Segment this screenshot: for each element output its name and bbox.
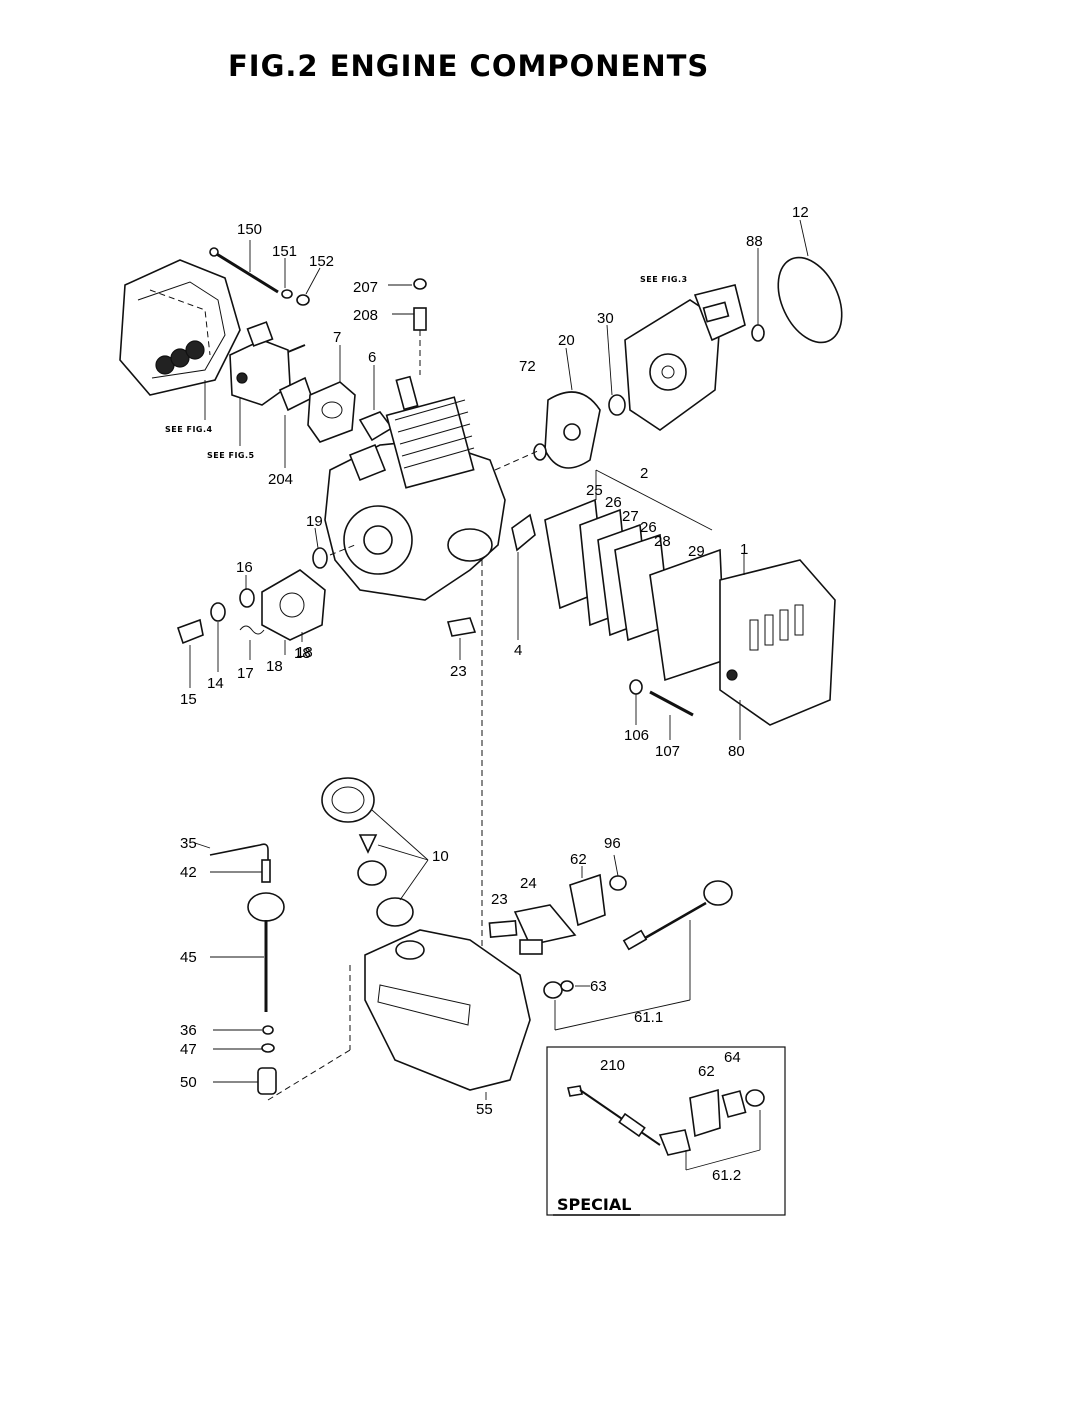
label-150: 150	[237, 221, 262, 238]
label-204: 204	[268, 471, 293, 488]
washer-106-part	[629, 679, 643, 695]
decal-12-part	[777, 256, 843, 344]
label-80: 80	[728, 743, 745, 760]
label-62a: 62	[570, 851, 587, 868]
label-4: 4	[514, 642, 522, 659]
label-107: 107	[655, 743, 680, 760]
label-64: 64	[724, 1049, 741, 1066]
see-fig3-label: SEE FIG.3	[640, 275, 688, 284]
label-62b: 62	[698, 1063, 715, 1080]
label-6: 6	[368, 349, 376, 366]
clutch-assembly-part	[176, 569, 326, 645]
label-42: 42	[180, 864, 197, 881]
label-207: 207	[353, 279, 378, 296]
label-23b: 23	[491, 891, 508, 908]
label-72: 72	[519, 358, 536, 375]
filter-50-part	[257, 1067, 277, 1095]
insulator-7-part	[307, 381, 356, 443]
label-151: 151	[272, 243, 297, 260]
label-19: 19	[306, 513, 323, 530]
see-fig4-label: SEE FIG.4	[165, 425, 213, 434]
label-20: 20	[558, 332, 575, 349]
nut-207-part	[413, 278, 427, 290]
label-18a: 18	[296, 644, 313, 661]
label-2: 2	[640, 465, 648, 482]
washer-19-part	[312, 547, 328, 569]
label-106: 106	[624, 727, 649, 744]
label-47: 47	[180, 1041, 197, 1058]
label-28: 28	[654, 533, 671, 550]
stop-switch-assembly-part	[488, 873, 733, 999]
label-1: 1	[740, 541, 748, 558]
clamp-36-part	[262, 1025, 274, 1035]
label-14: 14	[207, 675, 224, 692]
label-61-1: 61.1	[634, 1009, 663, 1026]
grommet-45-part	[247, 892, 285, 1012]
air-cleaner-cover-part	[119, 259, 241, 396]
label-18c: 18	[294, 645, 311, 662]
label-208: 208	[353, 307, 378, 324]
fuel-line-35-part	[209, 843, 269, 860]
label-12: 12	[792, 204, 809, 221]
label-23a: 23	[450, 663, 467, 680]
label-152: 152	[309, 253, 334, 270]
label-25: 25	[586, 482, 603, 499]
fitting-42-part	[261, 859, 271, 883]
label-16: 16	[236, 559, 253, 576]
label-7: 7	[333, 329, 341, 346]
engine-block-part	[324, 375, 506, 601]
label-96: 96	[604, 835, 621, 852]
label-18b: 18	[266, 658, 283, 675]
muffler-cover-part	[719, 559, 836, 726]
bolt-150-part	[209, 247, 310, 306]
label-26a: 26	[605, 494, 622, 511]
see-fig5-label: SEE FIG.5	[207, 451, 255, 460]
label-50: 50	[180, 1074, 197, 1091]
fuel-tank-part	[364, 929, 531, 1091]
stud-208-part	[413, 307, 427, 331]
washer-47-part	[261, 1043, 275, 1053]
nut-30-part	[608, 394, 626, 416]
recoil-starter-part	[624, 284, 746, 431]
block-23-part	[446, 617, 477, 637]
fan-flywheel-part	[533, 391, 601, 469]
part-number-labels: 150 151 152 207 208 7 6 204 12 88 30 20 …	[180, 204, 809, 1184]
label-55: 55	[476, 1101, 493, 1118]
screw-88-part	[751, 324, 765, 342]
gasket-4-part	[511, 513, 536, 552]
label-36: 36	[180, 1022, 197, 1039]
label-29: 29	[688, 543, 705, 560]
label-63: 63	[590, 978, 607, 995]
bolt-107-part	[649, 690, 694, 717]
label-24: 24	[520, 875, 537, 892]
label-30: 30	[597, 310, 614, 327]
special-label: SPECIAL	[557, 1195, 631, 1214]
label-35: 35	[180, 835, 197, 852]
figure-title: FIG.2 ENGINE COMPONENTS	[228, 49, 709, 83]
muffler-gaskets-part	[544, 498, 726, 682]
special-box	[546, 1046, 786, 1216]
label-27: 27	[622, 508, 639, 525]
label-15: 15	[180, 691, 197, 708]
fuel-cap-assembly-part	[321, 777, 414, 927]
label-26b: 26	[640, 519, 657, 536]
label-10: 10	[432, 848, 449, 865]
label-61-2: 61.2	[712, 1167, 741, 1184]
label-88: 88	[746, 233, 763, 250]
label-45: 45	[180, 949, 197, 966]
label-17: 17	[237, 665, 254, 682]
label-210: 210	[600, 1057, 625, 1074]
